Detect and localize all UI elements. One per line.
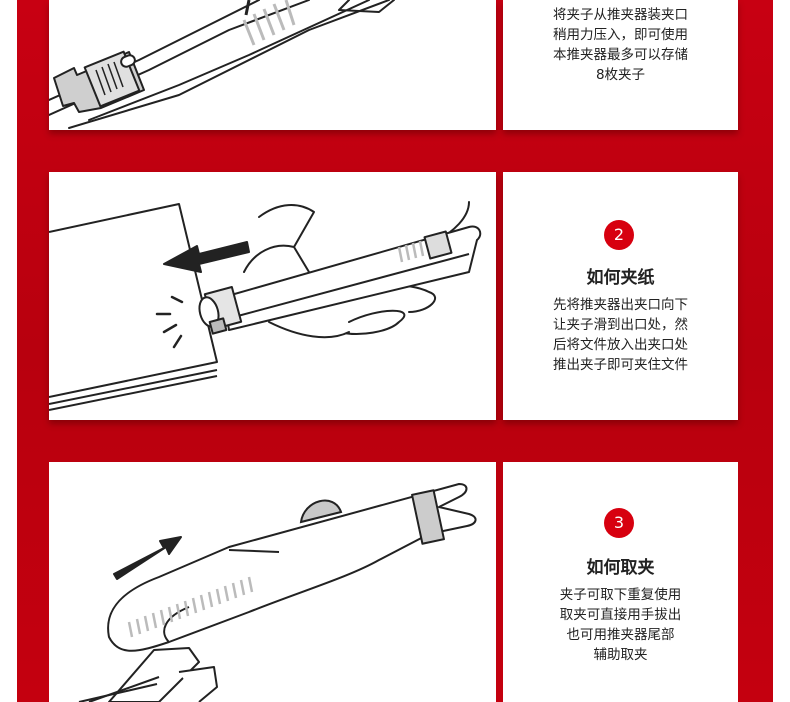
clip-paper-drawing: [49, 201, 482, 411]
step-2-line: 先将推夹器出夹口向下: [553, 297, 688, 313]
step-2-line: 后将文件放入出夹口处: [553, 337, 688, 353]
step-3-line: 也可用推夹器尾部: [566, 627, 675, 643]
step-3-description: 夹子可取下重复使用 取夹可直接用手拔出 也可用推夹器尾部 辅助取夹: [503, 585, 738, 665]
clip-paper-illustration: [49, 172, 496, 420]
step-1-line: 本推夹器最多可以存储: [553, 47, 688, 63]
clip-removal-drawing: [78, 483, 477, 702]
step-1-description: 将夹子从推夹器装夹口 稍用力压入，即可使用 本推夹器最多可以存储 8枚夹子: [503, 5, 738, 85]
step-1-text-card: 将夹子从推夹器装夹口 稍用力压入，即可使用 本推夹器最多可以存储 8枚夹子: [503, 0, 738, 130]
step-3-line: 夹子可取下重复使用: [559, 587, 682, 603]
step-2-text-card: 2 如何夹纸 先将推夹器出夹口向下 让夹子滑到出口处，然 后将文件放入出夹口处 …: [503, 172, 738, 420]
step-3-number-badge: 3: [604, 508, 634, 538]
step-1-line: 8枚夹子: [595, 67, 646, 83]
step-3-line: 辅助取夹: [593, 647, 648, 663]
step-1-line: 将夹子从推夹器装夹口: [553, 7, 688, 23]
step-3-text-card: 3 如何取夹 夹子可取下重复使用 取夹可直接用手拔出 也可用推夹器尾部 辅助取夹: [503, 462, 738, 702]
step-1-line: 稍用力压入，即可使用: [553, 27, 688, 43]
remove-clip-illustration: [49, 462, 496, 702]
step-3-line: 取夹可直接用手拔出: [559, 607, 682, 623]
step-2-title: 如何夹纸: [586, 268, 655, 288]
step-2-description: 先将推夹器出夹口向下 让夹子滑到出口处，然 后将文件放入出夹口处 推出夹子即可夹…: [503, 295, 738, 375]
step-2-line: 推出夹子即可夹住文件: [553, 357, 688, 373]
step-3-title: 如何取夹: [586, 558, 655, 578]
clip-loading-drawing: [49, 0, 395, 129]
load-clips-illustration: [49, 0, 496, 130]
step-2-line: 让夹子滑到出口处，然: [553, 317, 688, 333]
step-2-number-badge: 2: [604, 220, 634, 250]
